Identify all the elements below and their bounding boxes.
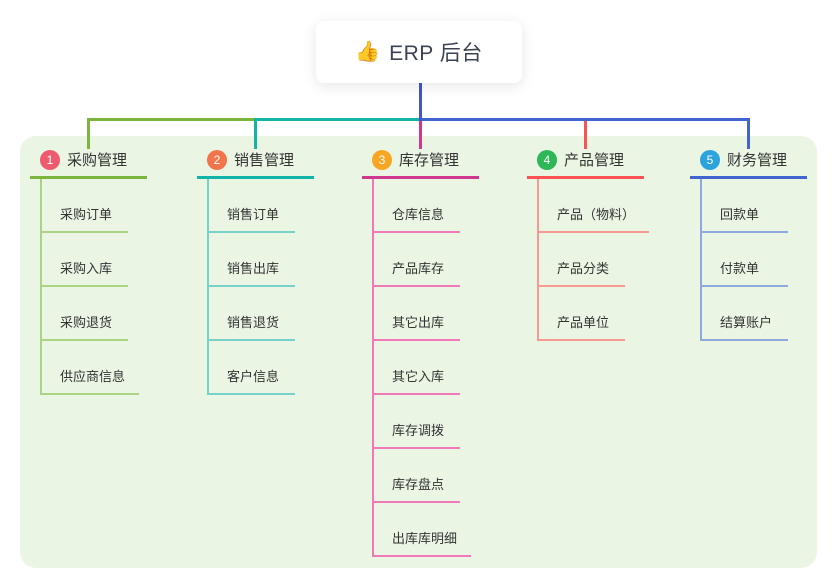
branch-title-node[interactable]: 2 销售管理 [197, 149, 314, 179]
branch-number-badge: 4 [537, 149, 557, 170]
child-node-label: 采购订单 [60, 207, 113, 222]
child-node[interactable]: 仓库信息 [374, 179, 460, 233]
branch-children: 仓库信息 产品库存 其它出库 其它入库 库存调拨 库存盘点 出库库明细 [372, 179, 479, 557]
child-node[interactable]: 采购退货 [42, 287, 128, 341]
child-node[interactable]: 库存盘点 [374, 449, 460, 503]
child-node-label: 付款单 [720, 261, 760, 276]
child-node-label: 出库库明细 [392, 531, 458, 546]
child-node-label: 结算账户 [720, 315, 773, 330]
branch-children: 产品（物料） 产品分类 产品单位 [537, 179, 650, 341]
child-node[interactable]: 其它入库 [374, 341, 460, 395]
branch-title-node[interactable]: 3 库存管理 [362, 149, 479, 179]
child-node-label: 库存调拨 [392, 423, 445, 438]
branch-column: 3 库存管理 仓库信息 产品库存 其它出库 其它入库 库存调拨 库存盘点 出库库… [362, 149, 479, 557]
branch-label: 库存管理 [399, 152, 460, 169]
child-node[interactable]: 出库库明细 [374, 503, 472, 557]
branch-title-node[interactable]: 5 财务管理 [690, 149, 807, 179]
branch-number-badge: 1 [40, 149, 60, 170]
child-node-label: 采购入库 [60, 261, 113, 276]
branch-number-badge: 2 [207, 149, 227, 170]
child-node[interactable]: 销售退货 [209, 287, 295, 341]
child-node-label: 其它出库 [392, 315, 445, 330]
child-node-label: 产品库存 [392, 261, 445, 276]
child-node-label: 仓库信息 [392, 207, 445, 222]
child-node[interactable]: 销售出库 [209, 233, 295, 287]
child-node[interactable]: 其它出库 [374, 287, 460, 341]
child-node[interactable]: 供应商信息 [42, 341, 140, 395]
child-node-label: 产品（物料） [557, 207, 636, 222]
child-node[interactable]: 销售订单 [209, 179, 295, 233]
branch-column: 5 财务管理 回款单 付款单 结算账户 [690, 149, 807, 341]
child-node-label: 库存盘点 [392, 477, 445, 492]
child-node-label: 销售退货 [227, 315, 280, 330]
child-node[interactable]: 产品（物料） [539, 179, 650, 233]
branch-label: 采购管理 [67, 152, 128, 169]
child-node[interactable]: 采购订单 [42, 179, 128, 233]
branch-children: 销售订单 销售出库 销售退货 客户信息 [207, 179, 314, 395]
child-node[interactable]: 产品分类 [539, 233, 625, 287]
branch-column: 2 销售管理 销售订单 销售出库 销售退货 客户信息 [197, 149, 314, 395]
child-node-label: 销售出库 [227, 261, 280, 276]
root-node[interactable]: 👍 ERP 后台 [316, 21, 522, 83]
child-node-label: 产品单位 [557, 315, 610, 330]
child-node[interactable]: 采购入库 [42, 233, 128, 287]
branch-column: 1 采购管理 采购订单 采购入库 采购退货 供应商信息 [30, 149, 147, 395]
child-node-label: 产品分类 [557, 261, 610, 276]
child-node-label: 客户信息 [227, 369, 280, 384]
child-node-label: 回款单 [720, 207, 760, 222]
child-node-label: 其它入库 [392, 369, 445, 384]
root-label: ERP 后台 [389, 42, 483, 65]
child-node[interactable]: 库存调拨 [374, 395, 460, 449]
branch-children: 采购订单 采购入库 采购退货 供应商信息 [40, 179, 147, 395]
branch-children: 回款单 付款单 结算账户 [700, 179, 807, 341]
branch-label: 财务管理 [727, 152, 788, 169]
child-node[interactable]: 付款单 [702, 233, 788, 287]
branches-panel [20, 136, 817, 568]
branch-label: 产品管理 [564, 152, 625, 169]
branch-number-badge: 5 [700, 149, 720, 170]
child-node[interactable]: 客户信息 [209, 341, 295, 395]
thumbs-up-icon: 👍 [355, 41, 381, 63]
child-node[interactable]: 产品库存 [374, 233, 460, 287]
child-node-label: 销售订单 [227, 207, 280, 222]
branch-title-node[interactable]: 1 采购管理 [30, 149, 147, 179]
child-node[interactable]: 回款单 [702, 179, 788, 233]
branch-number-badge: 3 [372, 149, 392, 170]
child-node-label: 采购退货 [60, 315, 113, 330]
child-node[interactable]: 产品单位 [539, 287, 625, 341]
branch-column: 4 产品管理 产品（物料） 产品分类 产品单位 [527, 149, 650, 341]
branch-title-node[interactable]: 4 产品管理 [527, 149, 644, 179]
child-node[interactable]: 结算账户 [702, 287, 788, 341]
child-node-label: 供应商信息 [60, 369, 126, 384]
branch-label: 销售管理 [234, 152, 295, 169]
